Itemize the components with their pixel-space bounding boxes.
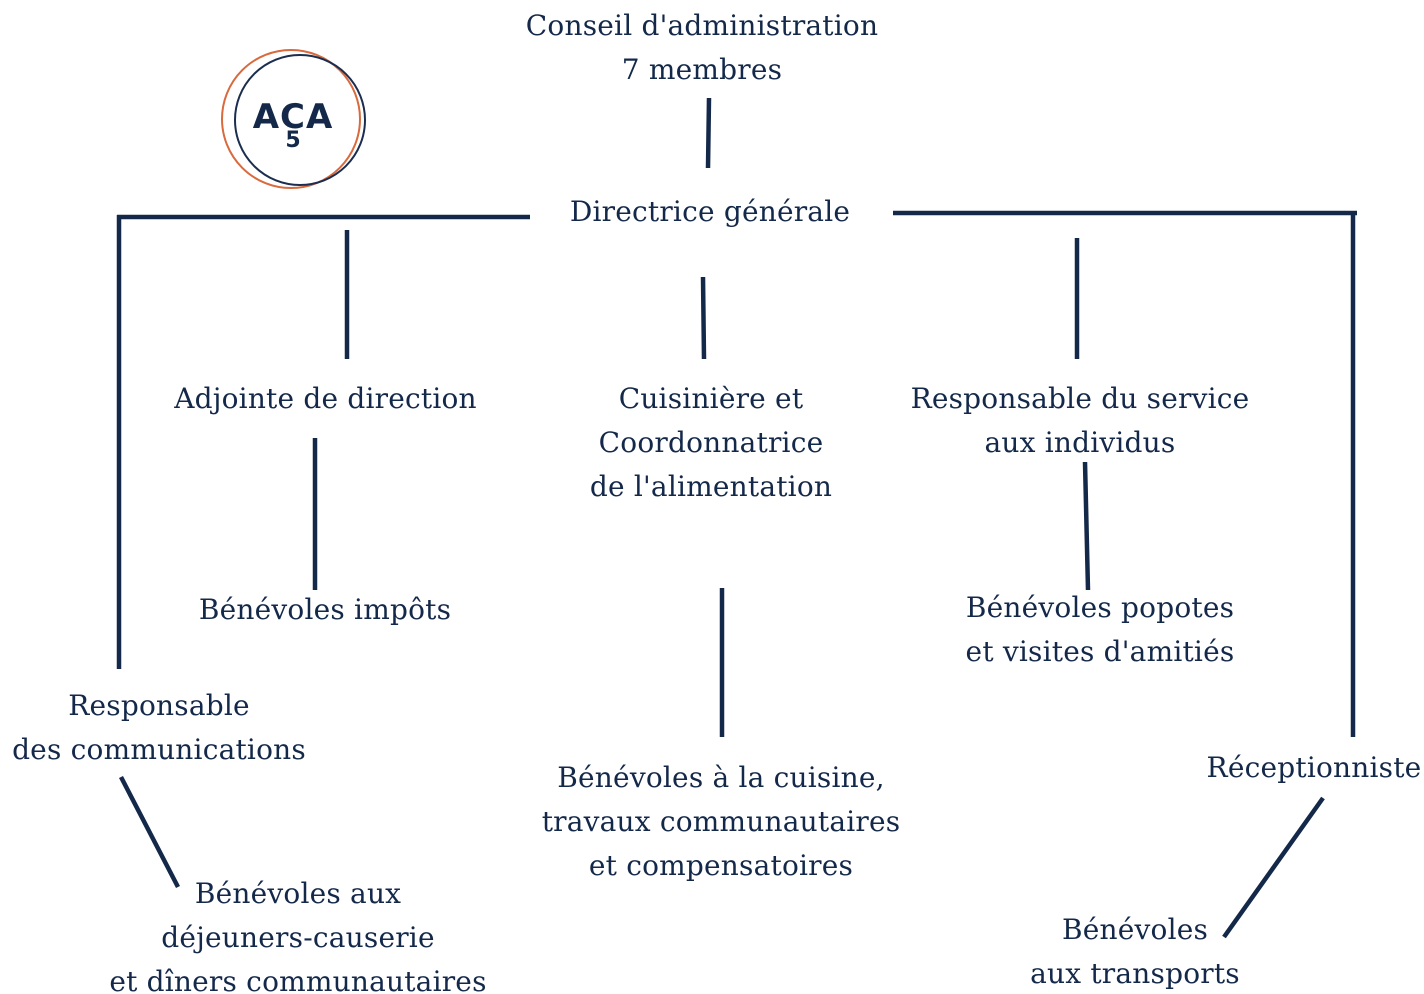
node-lunch-volunteers: Bénévoles aux déjeuners-causerie et dîne… xyxy=(100,872,496,994)
node-kitchen-volunteers-line-3: et compensatoires xyxy=(588,849,854,882)
node-lunch-volunteers-line-3: et dîners communautaires xyxy=(109,965,487,994)
aca5-logo: ACA 5 xyxy=(218,48,368,193)
logo-sub-text: 5 xyxy=(285,128,301,153)
node-individual-services-line-1: Responsable du service xyxy=(910,382,1250,415)
node-board: Conseil d'administration 7 membres xyxy=(502,4,902,92)
node-kitchen-volunteers: Bénévoles à la cuisine, travaux communau… xyxy=(511,756,931,888)
node-meal-volunteers-line-2: et visites d'amitiés xyxy=(965,635,1235,668)
node-director-line-1: Directrice générale xyxy=(569,195,851,228)
node-cook-line-2: Coordonnatrice xyxy=(598,426,824,459)
node-communications: Responsable des communications xyxy=(4,684,314,772)
node-meal-volunteers-line-1: Bénévoles popotes xyxy=(965,591,1235,624)
node-lunch-volunteers-line-1: Bénévoles aux xyxy=(194,877,402,910)
node-lunch-volunteers-line-2: déjeuners-causerie xyxy=(161,921,435,954)
node-communications-line-2: des communications xyxy=(12,733,306,766)
node-communications-line-1: Responsable xyxy=(68,689,250,722)
node-receptionist: Réceptionniste xyxy=(1192,746,1424,790)
connector-lunch-volunteers xyxy=(119,775,180,889)
node-deputy: Adjointe de direction xyxy=(148,377,503,421)
node-board-line-1: Conseil d'administration xyxy=(525,9,879,42)
logo-ring-navy xyxy=(234,54,366,186)
node-transport-volunteers-line-2: aux transports xyxy=(1030,957,1240,990)
node-individual-services: Responsable du service aux individus xyxy=(890,377,1270,465)
logo-main-text: ACA xyxy=(252,97,334,137)
connector-meal-volunteers xyxy=(1082,461,1091,591)
node-cook: Cuisinière et Coordonnatrice de l'alimen… xyxy=(541,377,881,509)
logo-rings xyxy=(221,49,366,189)
connector-board-director xyxy=(705,97,712,169)
node-transport-volunteers-line-1: Bénévoles xyxy=(1061,913,1209,946)
node-cook-line-3: de l'alimentation xyxy=(589,470,833,503)
node-cook-line-1: Cuisinière et xyxy=(618,382,804,415)
node-board-line-2: 7 membres xyxy=(621,53,783,86)
node-tax-volunteers: Bénévoles impôts xyxy=(175,588,475,632)
node-kitchen-volunteers-line-1: Bénévoles à la cuisine, xyxy=(557,761,885,794)
connector-cook xyxy=(700,276,707,360)
logo-wordmark: ACA 5 xyxy=(218,100,368,152)
connector-transport-volunteers xyxy=(1222,796,1325,939)
node-individual-services-line-2: aux individus xyxy=(984,426,1176,459)
node-director: Directrice générale xyxy=(540,190,880,234)
node-receptionist-line-1: Réceptionniste xyxy=(1206,751,1422,784)
node-tax-volunteers-line-1: Bénévoles impôts xyxy=(198,593,452,626)
logo-ring-orange xyxy=(221,49,361,189)
node-meal-volunteers: Bénévoles popotes et visites d'amitiés xyxy=(940,586,1260,674)
node-kitchen-volunteers-line-2: travaux communautaires xyxy=(541,805,901,838)
node-deputy-line-1: Adjointe de direction xyxy=(174,382,477,415)
node-transport-volunteers: Bénévoles aux transports xyxy=(1010,908,1260,994)
